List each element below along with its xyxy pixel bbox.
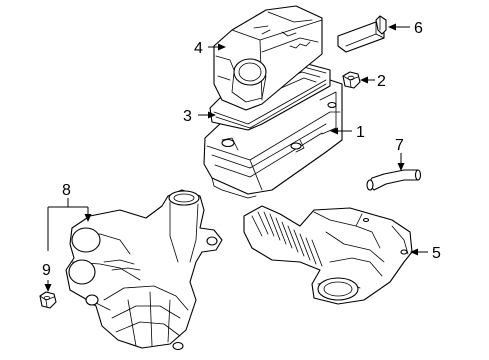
sensor	[337, 15, 387, 53]
nut-2	[342, 71, 361, 89]
callout-2: 2	[377, 73, 386, 90]
air-cleaner-cover	[213, 5, 323, 111]
callout-6: 6	[414, 20, 423, 37]
callout-9: 9	[42, 262, 51, 279]
nut-9	[39, 291, 57, 309]
callout-labels: 1 2 3 4 5 6 7 8 9	[42, 20, 441, 279]
callout-7: 7	[395, 137, 404, 154]
callout-3: 3	[183, 108, 192, 125]
callout-4: 4	[194, 40, 203, 57]
hose	[366, 169, 422, 191]
callout-1: 1	[356, 124, 365, 141]
throttle-body-duct	[65, 189, 223, 351]
callout-5: 5	[432, 245, 441, 262]
leader-lines	[44, 23, 428, 292]
callout-8: 8	[62, 182, 71, 199]
intake-duct	[243, 205, 413, 305]
